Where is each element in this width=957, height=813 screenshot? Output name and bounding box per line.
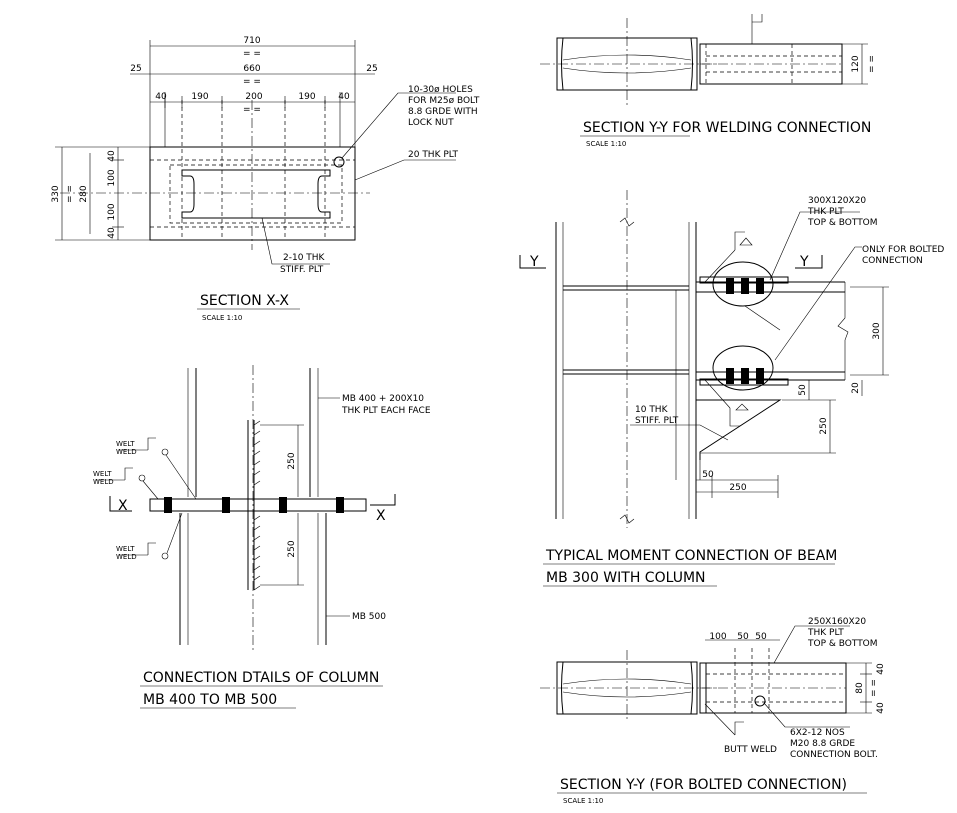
- moment-stiff-2: STIFF. PLT: [635, 416, 679, 426]
- bolt-note-2: M20 8.8 GRDE: [790, 739, 855, 749]
- weld-label-5: WELT: [116, 545, 135, 553]
- dim-40-b: 40: [338, 92, 350, 102]
- butt-weld-label: BUTT WELD: [724, 745, 777, 755]
- dim-250-b: 250: [729, 483, 746, 493]
- column-connection: 250 250 MB 400 + 200X10 THK PLT EACH FAC…: [93, 365, 431, 709]
- section-xx-scale: SCALE 1:10: [202, 314, 242, 322]
- section-yy-welding: 120 = = SECTION Y-Y FOR WELDING CONNECTI…: [540, 14, 877, 148]
- bolt-plate-2: THK PLT: [807, 628, 844, 638]
- holes-note-2: FOR M25ø BOLT: [408, 96, 480, 106]
- dim-250-lower: 250: [287, 540, 297, 557]
- dim-100-a: 100: [107, 169, 117, 186]
- dim-eq: = =: [243, 49, 261, 59]
- section-xx-title: SECTION X-X: [200, 293, 289, 309]
- dim-190-a: 190: [191, 92, 208, 102]
- plate-note: 20 THK PLT: [408, 150, 459, 160]
- section-yy-bolted: 100 50 50 250X160X20 THK PLT TOP & BOTTO…: [540, 617, 886, 805]
- section-mark-x-left: X: [118, 498, 128, 514]
- bolt-note-1: 6X2-12 NOS: [790, 728, 845, 738]
- section-yy-bolt-scale: SCALE 1:10: [563, 797, 603, 805]
- bolted-zone-top: [712, 261, 774, 307]
- dim-100-b: 100: [107, 203, 117, 220]
- section-yy-weld-scale: SCALE 1:10: [586, 140, 626, 148]
- dim-40-a: 40: [155, 92, 167, 102]
- moment-plate-1: 300X120X20: [808, 196, 866, 206]
- column-title-1: CONNECTION DTAILS OF COLUMN: [143, 670, 379, 686]
- mb400-note-1: MB 400 + 200X10: [342, 394, 424, 404]
- bolted-note-1: ONLY FOR BOLTED: [862, 245, 944, 255]
- moment-stiff-1: 10 THK: [635, 405, 669, 415]
- section-yy-bolt-title: SECTION Y-Y (FOR BOLTED CONNECTION): [560, 777, 847, 793]
- splice-plate: [149, 498, 367, 512]
- bolted-zone-bottom: [712, 345, 774, 391]
- stiff-note-1: 2-10 THK: [283, 253, 326, 263]
- dim-710: 710: [243, 36, 260, 46]
- weld-label-6: WELD: [116, 553, 137, 561]
- weld-symbol-2: WELT WELD: [93, 467, 159, 500]
- dim-250-upper: 250: [287, 452, 297, 469]
- holes-note-1: 10-30ø HOLES: [408, 85, 473, 95]
- dim-eq-6: = =: [869, 679, 879, 697]
- section-xx: 710 = = 660 = = 25 25 40 190 200 190 40 …: [51, 36, 480, 322]
- dim-40-d: 40: [107, 227, 117, 239]
- dim-80: 80: [855, 682, 865, 694]
- section-mark-y-left: Y: [529, 254, 539, 270]
- holes-note-3: 8.8 GRDE WITH: [408, 107, 478, 117]
- weld-label-1: WELT: [116, 440, 135, 448]
- dim-25-right: 25: [366, 64, 377, 74]
- dim-eq-2: = =: [243, 77, 261, 87]
- dim-eq-5: = =: [867, 55, 877, 73]
- weld-label-4: WELD: [93, 478, 114, 486]
- dim-40-c: 40: [107, 150, 117, 162]
- dim-50-bolt-b: 50: [755, 632, 767, 642]
- bolt-hole: [333, 156, 345, 168]
- dim-120: 120: [851, 55, 861, 72]
- dim-100-bolt: 100: [709, 632, 726, 642]
- dim-190-b: 190: [298, 92, 315, 102]
- section-yy-weld-title: SECTION Y-Y FOR WELDING CONNECTION: [583, 120, 871, 136]
- dim-40-bolt-b: 40: [876, 702, 886, 714]
- section-mark-y-right: Y: [799, 254, 809, 270]
- weld-symbol-3: WELT WELD: [116, 512, 183, 561]
- mb500-note: MB 500: [352, 612, 386, 622]
- dim-330: 330: [51, 185, 61, 202]
- mb400-note-2: THK PLT EACH FACE: [341, 406, 431, 416]
- dim-eq-3: = =: [243, 105, 261, 115]
- moment-title-2: MB 300 WITH COLUMN: [546, 570, 706, 586]
- dim-50-a: 50: [798, 384, 808, 396]
- dim-200: 200: [245, 92, 262, 102]
- dim-25-left: 25: [130, 64, 141, 74]
- bolt-plate-3: TOP & BOTTOM: [807, 639, 878, 649]
- bolt-plate-1: 250X160X20: [808, 617, 866, 627]
- weld-label-2: WELD: [116, 448, 137, 456]
- moment-connection: 300X120X20 THK PLT TOP & BOTTOM ONLY FOR…: [519, 190, 944, 587]
- dim-280: 280: [79, 185, 89, 202]
- moment-plate-3: TOP & BOTTOM: [807, 218, 878, 228]
- dim-660: 660: [243, 64, 260, 74]
- base-plate: [149, 146, 356, 241]
- dim-20: 20: [851, 382, 861, 394]
- bolted-note-2: CONNECTION: [862, 256, 923, 266]
- bolt-note-3: CONNECTION BOLT.: [790, 750, 878, 760]
- i-beam-section: [181, 169, 331, 219]
- dim-eq-4: = =: [65, 185, 75, 203]
- dim-300: 300: [872, 322, 882, 339]
- holes-note-4: LOCK NUT: [408, 118, 454, 128]
- dim-50-bolt-a: 50: [737, 632, 749, 642]
- weld-label-3: WELT: [93, 470, 112, 478]
- moment-title-1: TYPICAL MOMENT CONNECTION OF BEAM: [545, 548, 837, 564]
- dim-50-b: 50: [702, 470, 714, 480]
- column-title-2: MB 400 TO MB 500: [143, 692, 277, 708]
- dim-40-bolt-a: 40: [876, 663, 886, 675]
- moment-plate-2: THK PLT: [807, 207, 844, 217]
- dim-250-a: 250: [819, 417, 829, 434]
- section-mark-x-right: X: [376, 508, 386, 524]
- bolt-circle: [754, 695, 766, 707]
- stiff-note-2: STIFF. PLT: [280, 265, 324, 275]
- weld-symbol-1: WELT WELD: [116, 437, 197, 500]
